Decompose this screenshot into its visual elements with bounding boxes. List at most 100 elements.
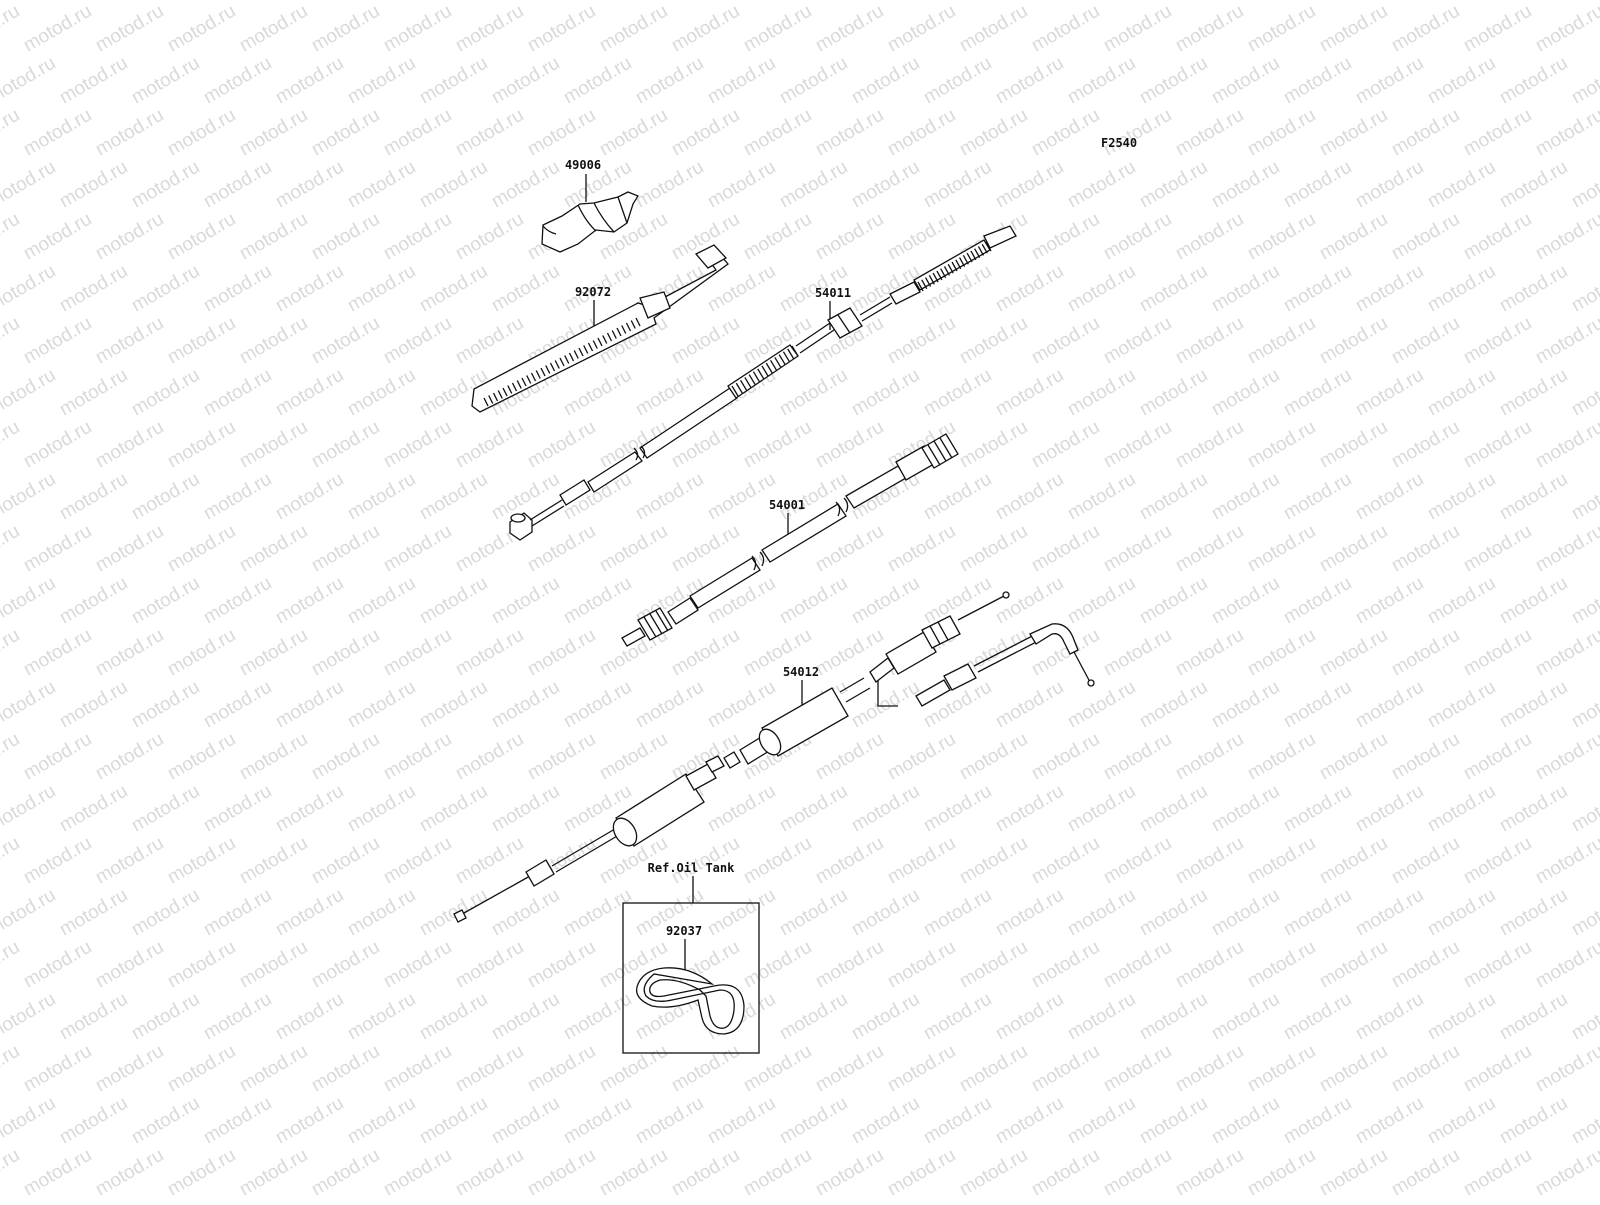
coil-line: [583, 345, 589, 354]
watermark-text: motod.ru: [1280, 573, 1355, 629]
watermark-text: motod.ru: [1280, 885, 1355, 941]
coil-line: [735, 382, 743, 394]
cable-nipple: [453, 909, 467, 923]
watermark-text: motod.ru: [920, 573, 995, 629]
coil-line: [744, 377, 752, 388]
watermark-text: motod.ru: [1496, 989, 1571, 1045]
watermark-text: motod.ru: [344, 989, 419, 1045]
coil-line: [921, 279, 928, 290]
watermark-text: motod.ru: [992, 261, 1067, 317]
watermark-text: motod.ru: [236, 1145, 311, 1200]
watermark-text: motod.ru: [992, 1093, 1067, 1149]
watermark-text: motod.ru: [1352, 573, 1427, 629]
watermark-text: motod.ru: [1496, 365, 1571, 421]
watermark-text: motod.ru: [848, 781, 923, 837]
watermark-text: motod.ru: [200, 157, 275, 213]
watermark-text: motod.ru: [344, 1197, 419, 1200]
watermark-text: motod.ru: [1496, 677, 1571, 733]
watermark-text: motod.ru: [416, 0, 491, 4]
watermark-text: motod.ru: [452, 105, 527, 161]
watermark-text: motod.ru: [0, 1093, 59, 1149]
watermark-text: motod.ru: [1496, 53, 1571, 109]
watermark-text: motod.ru: [1172, 1041, 1247, 1097]
watermark-text: motod.ru: [452, 1, 527, 57]
watermark-text: motod.ru: [812, 729, 887, 785]
inner-wire: [859, 296, 891, 316]
watermark-text: motod.ru: [1136, 1197, 1211, 1200]
watermark-text: motod.ru: [380, 209, 455, 265]
boot-edge: [577, 204, 597, 232]
part-92037-clamp[interactable]: 92037: [635, 924, 745, 1035]
adjuster-nut: [525, 859, 555, 887]
watermark-text: motod.ru: [740, 209, 815, 265]
watermark-text: motod.ru: [128, 573, 203, 629]
inner-wire: [529, 499, 563, 521]
watermark-text: motod.ru: [0, 53, 59, 109]
watermark-text: motod.ru: [344, 677, 419, 733]
watermark-text: motod.ru: [488, 781, 563, 837]
coil-line: [917, 281, 924, 292]
watermark-text: motod.ru: [344, 0, 419, 4]
watermark-text: motod.ru: [776, 885, 851, 941]
coil-line: [516, 380, 522, 389]
watermark-text: motod.ru: [488, 677, 563, 733]
watermark-text: motod.ru: [812, 833, 887, 889]
watermark-text: motod.ru: [524, 937, 599, 993]
watermark-text: motod.ru: [1460, 1145, 1535, 1200]
ferrule: [685, 763, 717, 791]
watermark-text: motod.ru: [308, 1145, 383, 1200]
watermark-text: motod.ru: [1208, 0, 1283, 4]
watermark-text: motod.ru: [1064, 1197, 1139, 1200]
watermark-text: motod.ru: [128, 157, 203, 213]
watermark-text: motod.ru: [1064, 989, 1139, 1045]
watermark-text: motod.ru: [1424, 989, 1499, 1045]
coil-line: [977, 246, 985, 256]
watermark-text: motod.ru: [1496, 469, 1571, 525]
part-92072-cable-tie[interactable]: 92072: [471, 244, 729, 413]
coil-line: [955, 259, 962, 270]
watermark-text: motod.ru: [632, 1197, 707, 1200]
watermark-text: motod.ru: [1460, 521, 1535, 577]
watermark-text: motod.ru: [1532, 937, 1600, 993]
watermark-text: motod.ru: [524, 417, 599, 473]
watermark-text: motod.ru: [20, 625, 95, 681]
coil-line: [774, 357, 782, 368]
coil-line: [974, 248, 981, 258]
watermark-text: motod.ru: [992, 365, 1067, 421]
watermark-text: motod.ru: [1028, 833, 1103, 889]
callout-92037: 92037: [666, 924, 702, 938]
watermark-text: motod.ru: [200, 989, 275, 1045]
ref-box-label: Ref.Oil Tank: [648, 861, 735, 875]
knurl: [655, 610, 669, 632]
watermark-text: motod.ru: [992, 573, 1067, 629]
watermark-text: motod.ru: [1172, 105, 1247, 161]
watermark-text: motod.ru: [1244, 625, 1319, 681]
watermark-text: motod.ru: [1568, 781, 1600, 837]
part-49006-boot[interactable]: 49006: [541, 158, 639, 253]
watermark-text: motod.ru: [1388, 521, 1463, 577]
watermark-text: motod.ru: [1532, 625, 1600, 681]
watermark-text: motod.ru: [848, 885, 923, 941]
watermark-text: motod.ru: [0, 157, 59, 213]
watermark-text: motod.ru: [920, 157, 995, 213]
watermark-text: motod.ru: [488, 261, 563, 317]
watermark-text: motod.ru: [164, 521, 239, 577]
watermark-text: motod.ru: [1568, 261, 1600, 317]
coil-line: [535, 370, 541, 379]
watermark-text: motod.ru: [1208, 1093, 1283, 1149]
part-54012-throttle-cable[interactable]: 54012: [453, 591, 1095, 923]
watermark-text: motod.ru: [1532, 1145, 1600, 1200]
part-54011-cable[interactable]: 54011: [509, 225, 1017, 541]
part-54001-speedometer-cable[interactable]: 54001: [621, 433, 959, 647]
watermark-text: motod.ru: [920, 53, 995, 109]
watermark-text: motod.ru: [1136, 1093, 1211, 1149]
watermark-text: motod.ru: [272, 53, 347, 109]
watermark-text: motod.ru: [452, 1041, 527, 1097]
watermark-text: motod.ru: [776, 53, 851, 109]
watermark-text: motod.ru: [1064, 365, 1139, 421]
watermark-text: motod.ru: [596, 1145, 671, 1200]
watermark-text: motod.ru: [884, 521, 959, 577]
watermark-text: motod.ru: [812, 209, 887, 265]
watermark-text: motod.ru: [1424, 677, 1499, 733]
coil-line: [545, 365, 551, 374]
